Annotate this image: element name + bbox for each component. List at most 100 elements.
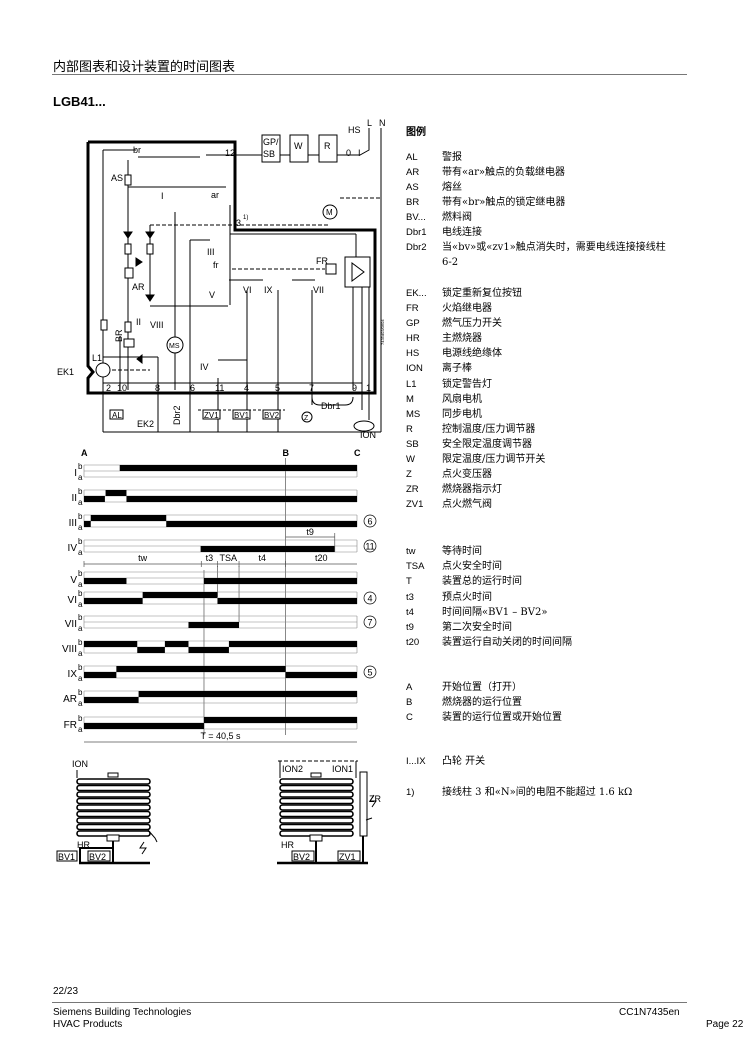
band-b-label: b <box>78 589 83 598</box>
hs-on-label: I <box>358 148 361 158</box>
band-a-label: a <box>78 498 83 507</box>
legend-text: 时间间隔«BV1 – BV2» <box>442 606 548 618</box>
terminal-10: 10 <box>117 383 127 393</box>
right-bv2-label: BV2 <box>293 852 310 862</box>
legend-code: AS <box>406 182 419 193</box>
burner-tube <box>279 791 354 798</box>
right-zr-label: ZR <box>369 794 381 804</box>
bar-VII-a <box>188 622 240 628</box>
row-label-I: I <box>74 468 77 479</box>
m-label: M <box>326 208 333 217</box>
terminal-6: 6 <box>190 383 195 393</box>
n-label: N <box>379 118 386 128</box>
bar-VI-a <box>84 598 143 604</box>
cam-iii-label: III <box>207 247 215 257</box>
legend-text: 装置的运行位置或开始位置 <box>442 712 562 723</box>
note-circle <box>363 514 377 528</box>
l1-label: L1 <box>92 353 102 363</box>
interval-t4: t4 <box>259 553 267 563</box>
legend-item: BV...燃料阀 <box>406 211 472 225</box>
note-number: 7 <box>367 618 372 628</box>
legend-text: 带有«br»触点的锁定继电器 <box>442 197 566 208</box>
legend-code: SB <box>406 439 419 450</box>
legend-text: 熔丝 <box>442 182 462 193</box>
hs-off-label: 0 <box>346 148 351 158</box>
interval-t9: t9 <box>306 527 314 537</box>
legend-text: 装置运行自动关闭的时间间隔 <box>442 637 572 649</box>
ek1-label: EK1 <box>57 367 74 377</box>
burner-tube <box>279 784 354 792</box>
legend-text: 6-2 <box>442 257 459 268</box>
row-label-VII: VII <box>65 619 77 630</box>
legend-text: 预点火时间 <box>442 591 492 603</box>
division-name: HVAC Products <box>53 1019 123 1030</box>
band-b-label: b <box>78 688 83 697</box>
burner-tube <box>76 784 151 792</box>
box-w-label: W <box>294 141 303 151</box>
row-label-III: III <box>69 518 77 529</box>
legend-code: L1 <box>406 379 417 390</box>
legend-code: AL <box>406 152 418 163</box>
legend-code: HS <box>406 348 420 359</box>
bar-I-b <box>119 465 358 471</box>
interval-t3: t3 <box>206 553 214 563</box>
band-b-label: b <box>78 663 83 672</box>
burner-tube <box>279 804 354 811</box>
band-b-label: b <box>78 638 83 647</box>
legend-text: 燃烧器的运行位置 <box>442 697 522 708</box>
marker-A: A <box>81 448 88 458</box>
ms-label: MS <box>169 343 180 350</box>
band-a-label: a <box>78 473 83 482</box>
footer-divider <box>52 1002 687 1003</box>
band-a-label: a <box>78 523 83 532</box>
legend-text: 装置总的运行时间 <box>442 576 522 588</box>
legend-text: 控制温度/压力调节器 <box>442 424 536 435</box>
legend-code: A <box>406 682 413 693</box>
burner-tube <box>76 778 151 785</box>
row-label-IX: IX <box>68 669 78 680</box>
band-a-label: a <box>78 624 83 633</box>
model-title: LGB41... <box>53 94 106 109</box>
legend-code: R <box>406 424 413 435</box>
cam-ii-label: II <box>136 317 141 327</box>
legend-code: Z <box>406 469 412 480</box>
box-zv1-label: ZV1 <box>204 411 219 420</box>
burner-tube <box>279 810 354 818</box>
bar-VIII-b <box>84 641 138 647</box>
legend-code: C <box>406 712 413 723</box>
row-label-FR: FR <box>64 720 77 731</box>
cam-viii-label: VIII <box>150 320 164 330</box>
burner-tube <box>76 797 151 805</box>
legend-text: 风扇电机 <box>442 394 482 405</box>
legend-code: Dbr1 <box>406 227 427 238</box>
dbr1-label: Dbr1 <box>321 401 341 411</box>
note-number: 4 <box>367 594 372 604</box>
cam-iv-label: IV <box>200 362 209 372</box>
band-b-label: b <box>78 613 83 622</box>
band-a-label: a <box>78 725 83 734</box>
legend-item: 6-2 <box>406 256 458 270</box>
band-a-label: a <box>78 580 83 589</box>
bar-VI-a <box>217 598 357 604</box>
legend-text: 电线连接 <box>442 227 482 238</box>
burner-tube <box>279 817 354 824</box>
fr-contact-label: fr <box>213 260 219 270</box>
legend-code: t20 <box>406 637 420 649</box>
bar-VIII-b <box>164 641 189 647</box>
band-a-label: a <box>78 649 83 658</box>
bar-AR-a <box>84 697 139 703</box>
burner-right: ION2 ION1 ZR HR BV2 ZV1 <box>277 760 381 865</box>
bar-V-a <box>203 578 357 584</box>
bar-II-b <box>105 490 127 496</box>
left-ion-label: ION <box>72 759 88 769</box>
legend-code: tw <box>406 546 416 557</box>
